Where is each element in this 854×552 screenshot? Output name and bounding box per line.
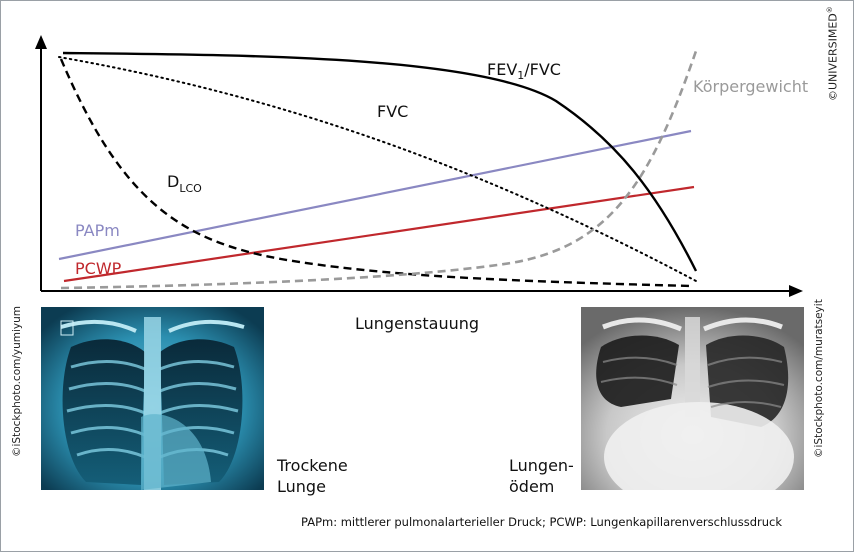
koerpergewicht-label: Körpergewicht [693,77,808,96]
pcwp-line [63,185,695,283]
xray-dry-lung-image [41,307,264,490]
xray-lung-edema-image [581,307,804,490]
fev1-fvc-label: FEV1/FVC [487,60,561,82]
right-photo-credit: ©iStockphoto.com/muratseyit [813,299,825,458]
left-photo-credit: ©iStockphoto.com/yumiyum [11,306,23,457]
pcwp-label: PCWP [75,259,122,278]
curves-chart: FEV1/FVC FVC DLCO Körpergewicht PAPm PCW… [35,35,808,297]
fvc-label: FVC [377,102,408,121]
edema-caption: Lungen- ödem [509,456,574,496]
x-axis-arrow [789,285,803,297]
papm-label: PAPm [75,221,120,240]
x-axis-label: Lungenstauung [355,314,480,333]
y-axis-arrow [35,35,47,49]
fev1-fvc-curve [62,51,698,272]
koerpergewicht-curve [60,50,698,290]
papm-line [58,129,692,261]
dlco-curve [59,58,692,288]
dlco-label: DLCO [167,172,202,195]
universimed-credit: ©UNIVERSIMED® [826,6,840,101]
dry-lung-caption: Trockene Lunge [277,456,348,496]
fvc-curve [58,56,697,282]
footnote: PAPm: mittlerer pulmonalarterieller Druc… [301,515,782,529]
